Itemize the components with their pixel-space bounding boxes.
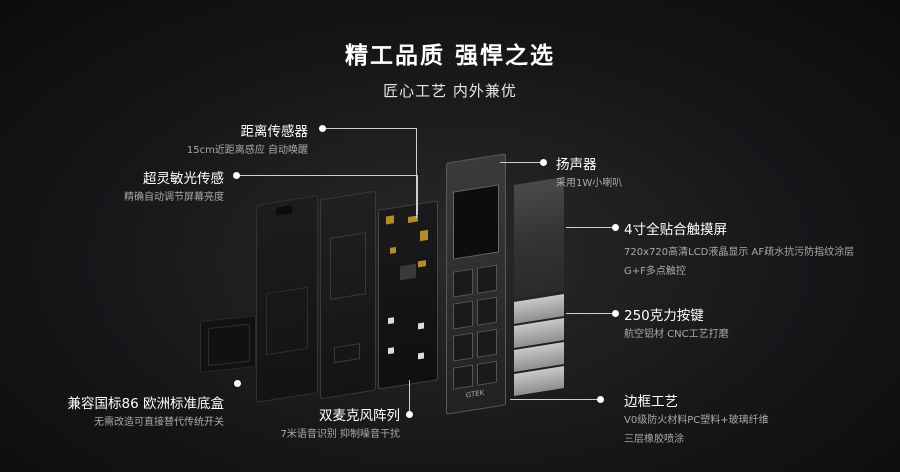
mounting-plate (256, 195, 318, 403)
label-distance-sensor: 距离传感器 15cm近距离感应 自动唤醒 (187, 120, 308, 159)
label-desc: 无需改造可直接替代传统开关 (94, 417, 224, 428)
label-title: 250克力按键 (624, 308, 704, 324)
label-touchscreen: 4寸全贴合触摸屏 720x720高清LCD液晶显示 AF疏水抗污防指纹涂层 G+… (624, 218, 854, 280)
label-desc: 采用1W小喇叭 (556, 178, 623, 189)
label-title: 双麦克风阵列 (319, 408, 400, 424)
label-buttons: 250克力按键 航空铝材 CNC工艺打磨 (624, 304, 729, 343)
label-speaker: 扬声器 采用1W小喇叭 (556, 153, 622, 192)
inner-frame (320, 190, 376, 400)
label-light-sensor: 超灵敏光传感 精确自动调节屏幕亮度 (124, 167, 224, 206)
label-title: 扬声器 (556, 157, 597, 173)
label-frame: 边框工艺 V0级防火材料PC塑料+玻璃纤维 三层橡胶喷涂 (624, 390, 769, 448)
page-subtitle: 匠心工艺 内外兼优 (383, 82, 517, 100)
label-desc: G+F多点触控 (624, 266, 686, 277)
label-desc: 7米语音识别 抑制噪音干扰 (280, 429, 400, 440)
label-desc: V0级防火材料PC塑料+玻璃纤维 (624, 415, 769, 426)
backbox-module (200, 315, 256, 373)
label-mic-array: 双麦克风阵列 7米语音识别 抑制噪音干扰 (280, 404, 400, 443)
label-backbox: 兼容国标86 欧洲标准底盒 无需改造可直接替代传统开关 (68, 392, 224, 431)
label-title: 兼容国标86 欧洲标准底盒 (67, 396, 224, 412)
label-desc: 720x720高清LCD液晶显示 AF疏水抗污防指纹涂层 (624, 247, 855, 258)
label-desc: 三层橡胶喷涂 (624, 434, 684, 445)
label-title: 4寸全贴合触摸屏 (624, 222, 728, 238)
front-frame: GTEK (446, 153, 506, 415)
label-desc: 15cm近距离感应 自动唤醒 (186, 145, 308, 156)
brand-logo: GTEK (465, 388, 485, 400)
page-title: 精工品质 强悍之选 (344, 43, 555, 69)
label-desc: 精确自动调节屏幕亮度 (124, 192, 224, 203)
label-title: 距离传感器 (240, 124, 309, 140)
label-desc: 航空铝材 CNC工艺打磨 (624, 329, 729, 340)
pcb-board (378, 200, 438, 390)
label-title: 边框工艺 (624, 394, 678, 410)
touch-screen-glass (514, 177, 564, 299)
label-title: 超灵敏光传感 (143, 171, 224, 187)
